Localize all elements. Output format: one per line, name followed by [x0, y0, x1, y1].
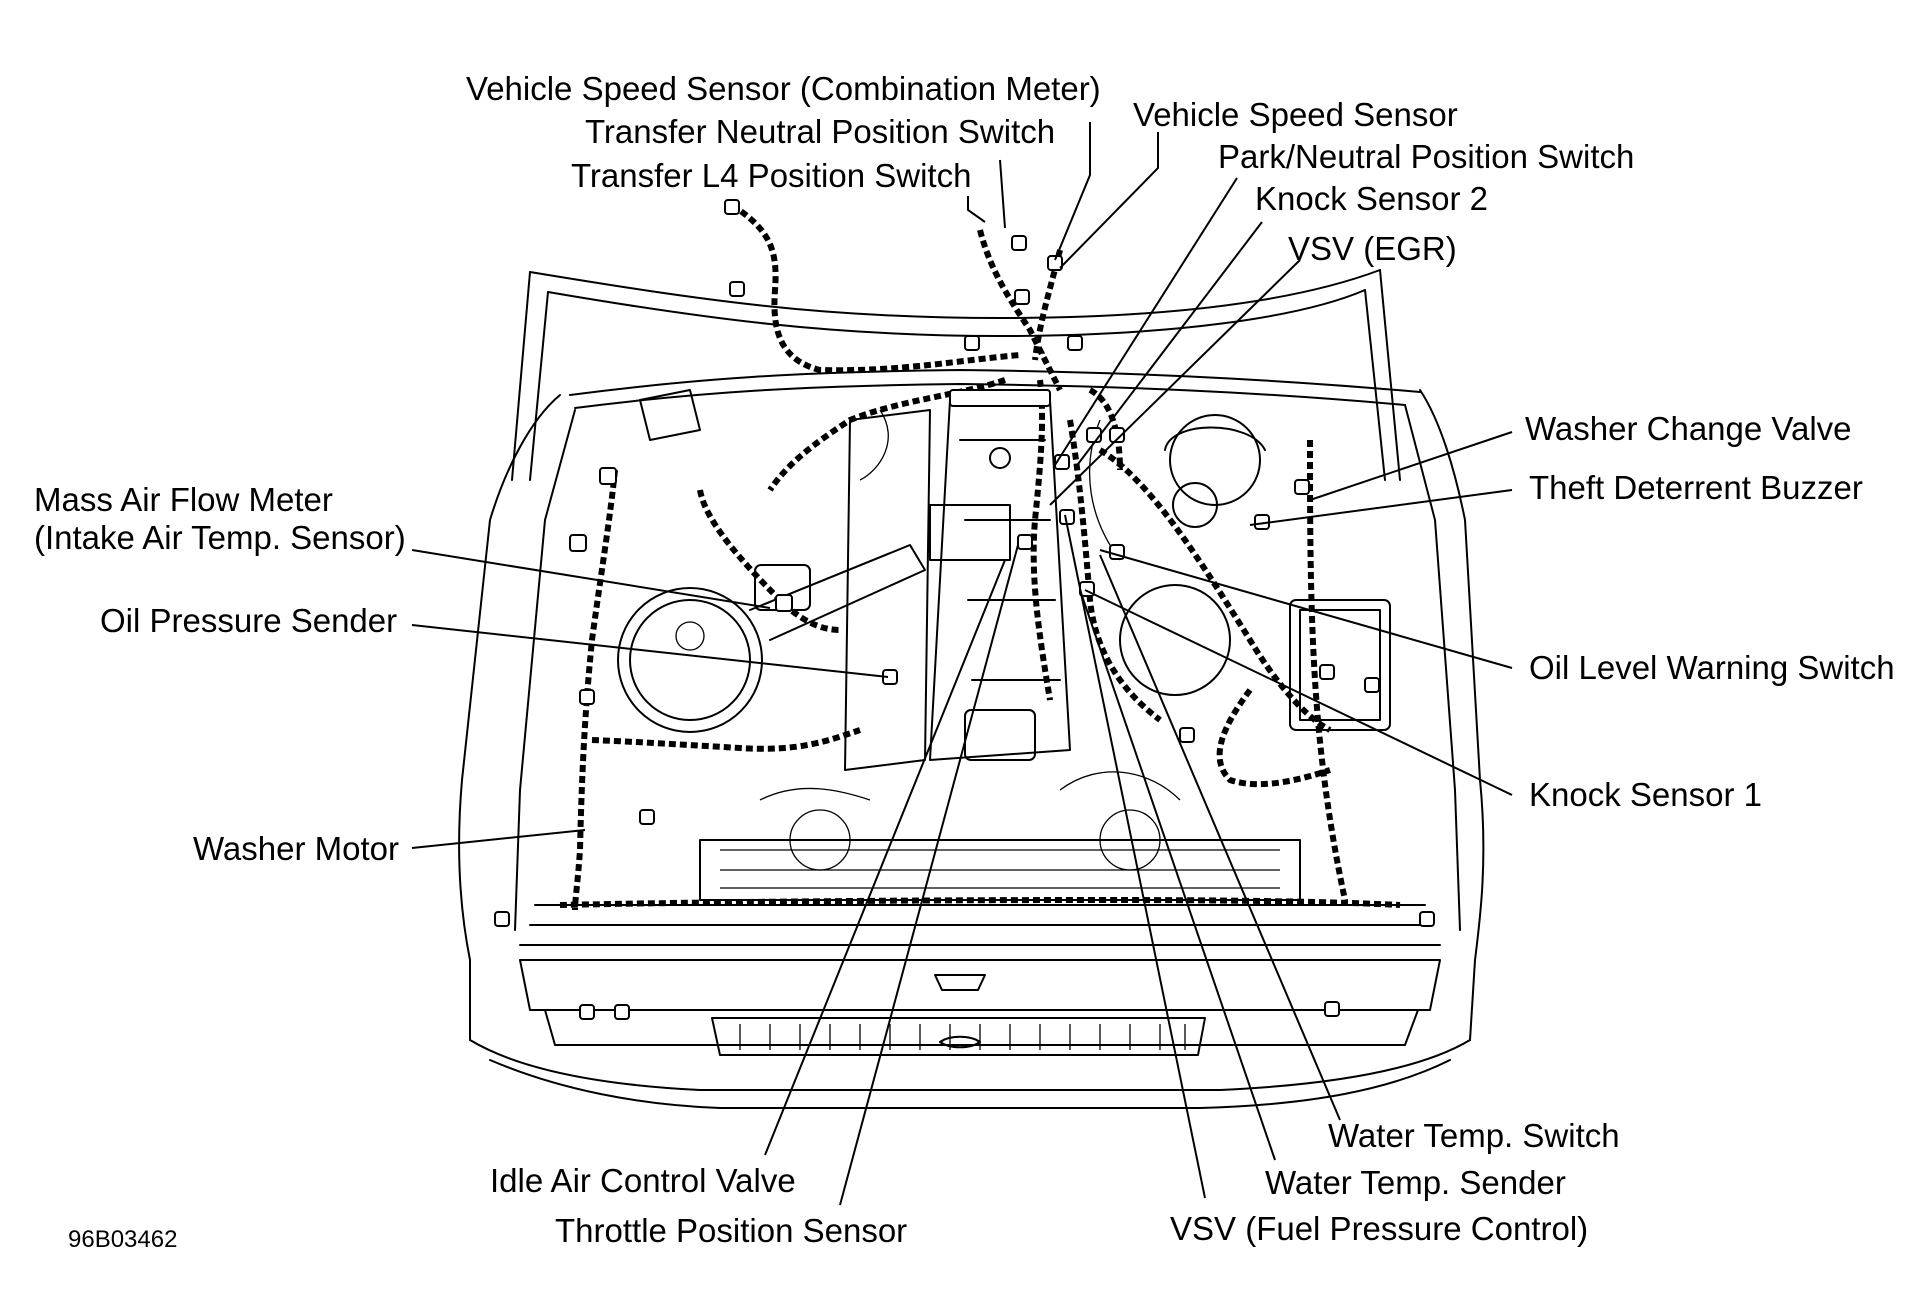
connectors — [494, 199, 1435, 1020]
label-vsv-fuel-pressure: VSV (Fuel Pressure Control) — [1170, 1210, 1588, 1247]
wiring-harness — [559, 202, 1401, 911]
label-vss-combination-meter: Vehicle Speed Sensor (Combination Meter) — [466, 70, 1101, 107]
label-knock-sensor-2: Knock Sensor 2 — [1255, 180, 1488, 217]
label-washer-motor: Washer Motor — [193, 830, 399, 867]
label-washer-change-valve: Washer Change Valve — [1525, 410, 1852, 447]
label-park-neutral: Park/Neutral Position Switch — [1218, 138, 1634, 175]
label-transfer-l4: Transfer L4 Position Switch — [571, 157, 971, 194]
label-theft-deterrent-buzzer: Theft Deterrent Buzzer — [1529, 469, 1863, 506]
diagram-code: 96B03462 — [68, 1226, 177, 1253]
engine-components — [617, 389, 1391, 901]
label-oil-level-warning: Oil Level Warning Switch — [1529, 649, 1895, 686]
label-maf-line2: (Intake Air Temp. Sensor) — [34, 519, 406, 556]
component-labels: Vehicle Speed Sensor (Combination Meter)… — [34, 70, 1895, 1253]
label-idle-air-control: Idle Air Control Valve — [490, 1162, 796, 1199]
leader-lines — [411, 122, 1513, 1206]
label-throttle-position: Throttle Position Sensor — [555, 1212, 907, 1249]
label-water-temp-switch: Water Temp. Switch — [1328, 1117, 1620, 1154]
battery — [1289, 599, 1391, 731]
label-water-temp-sender: Water Temp. Sender — [1265, 1164, 1566, 1201]
vehicle-body-outline — [458, 269, 1485, 1109]
label-vsv-egr: VSV (EGR) — [1288, 230, 1457, 267]
label-oil-pressure-sender: Oil Pressure Sender — [100, 602, 397, 639]
label-maf-line1: Mass Air Flow Meter — [34, 481, 333, 518]
label-vehicle-speed-sensor: Vehicle Speed Sensor — [1133, 96, 1458, 133]
label-transfer-neutral: Transfer Neutral Position Switch — [585, 113, 1055, 150]
label-knock-sensor-1: Knock Sensor 1 — [1529, 776, 1762, 813]
air-cleaner — [617, 587, 763, 733]
